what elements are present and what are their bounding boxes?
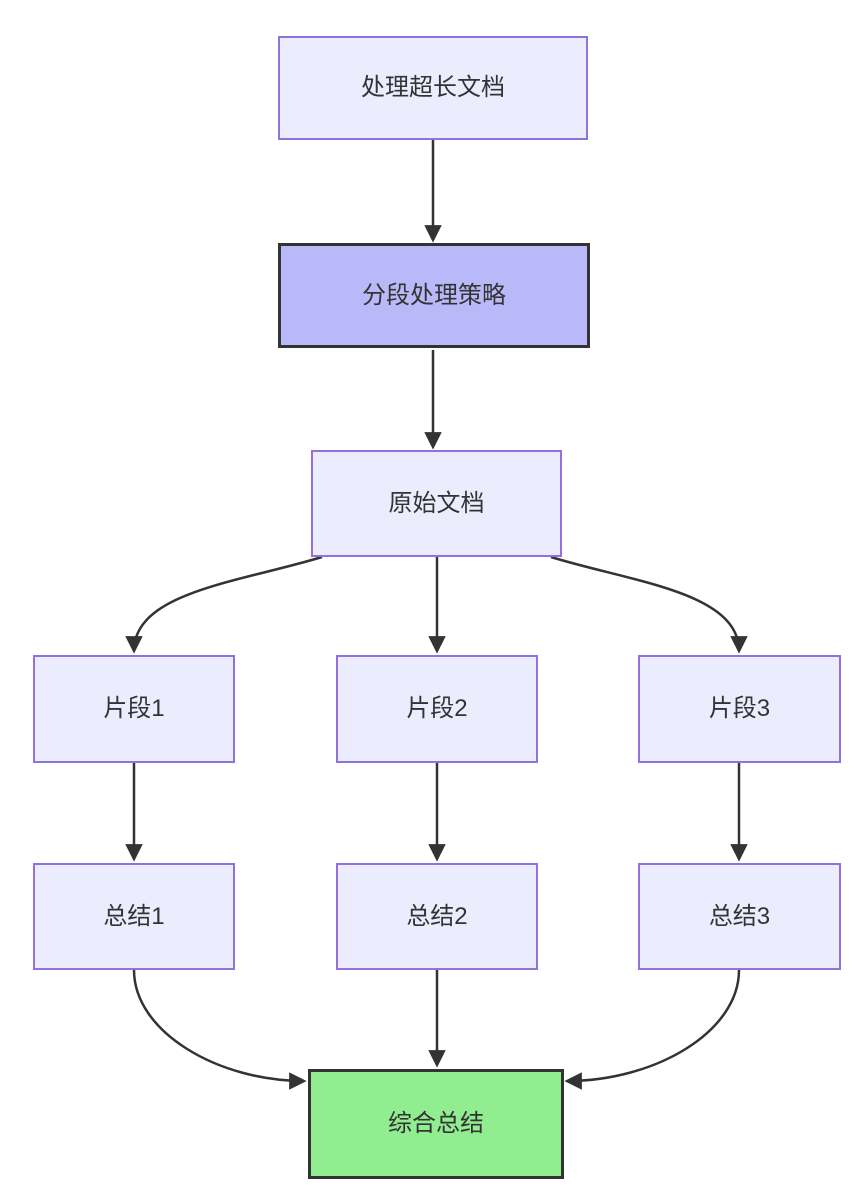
node-final-summary-label: 综合总结 [388, 1110, 484, 1138]
node-task: 处理超长文档 [278, 36, 588, 140]
node-fragment-2: 片段2 [336, 655, 538, 763]
edge-sum3-final [564, 969, 741, 1090]
node-fragment-1: 片段1 [33, 655, 235, 763]
node-fragment-3-label: 片段3 [708, 695, 771, 723]
node-source-document: 原始文档 [311, 450, 562, 557]
edge-sum1-final [132, 969, 307, 1090]
node-summary-2: 总结2 [336, 863, 538, 970]
node-fragment-3: 片段3 [638, 655, 841, 763]
node-summary-3-label: 总结3 [708, 902, 771, 930]
edge-source-frag1 [125, 555, 323, 654]
node-summary-1: 总结1 [33, 863, 235, 970]
node-summary-3: 总结3 [638, 863, 841, 970]
node-source-label: 原始文档 [388, 489, 485, 517]
node-task-label: 处理超长文档 [361, 74, 505, 102]
node-strategy: 分段处理策略 [278, 243, 590, 348]
edge-source-frag3 [550, 555, 748, 654]
node-summary-1-label: 总结1 [103, 902, 165, 930]
node-fragment-1-label: 片段1 [103, 695, 165, 723]
node-summary-2-label: 总结2 [406, 902, 468, 930]
node-fragment-2-label: 片段2 [406, 695, 468, 723]
node-strategy-label: 分段处理策略 [362, 281, 506, 309]
node-final-summary: 综合总结 [308, 1069, 564, 1179]
